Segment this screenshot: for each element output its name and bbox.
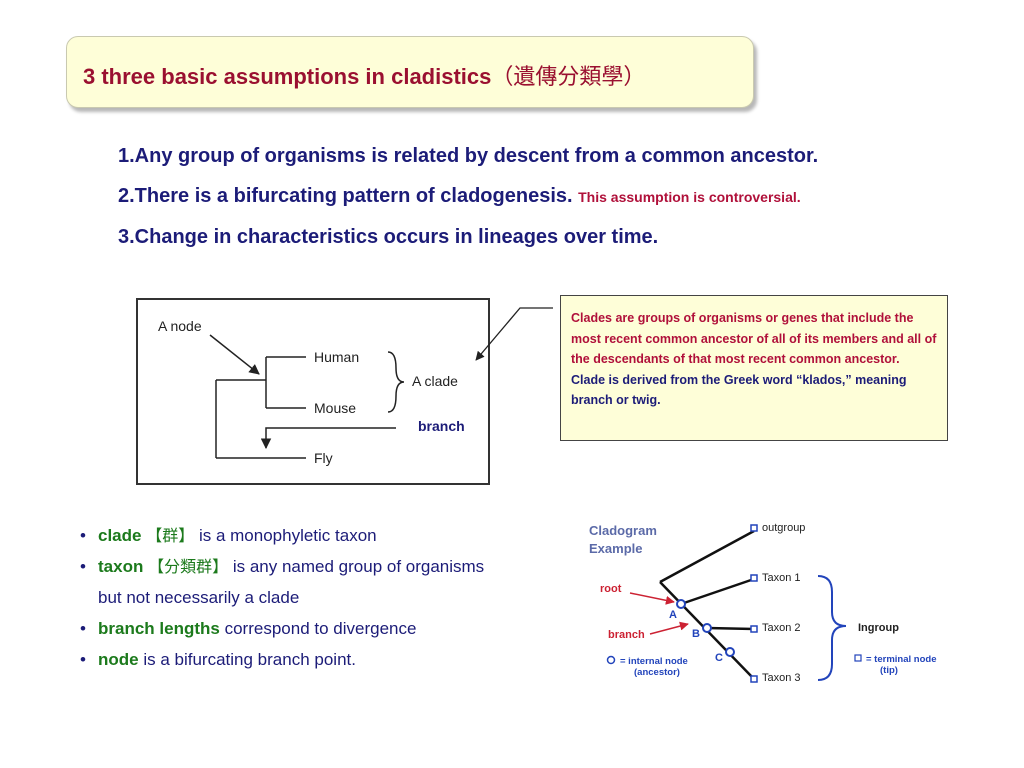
cladogram-taxon2-label: Taxon 2 (762, 622, 801, 634)
cladogram-node-b-label: B (692, 628, 700, 640)
cladogram-tip-outgroup (750, 524, 758, 532)
legend-internal-node-sub: (ancestor) (634, 667, 680, 678)
cladogram-root-label: root (600, 583, 622, 595)
tree-branch-label: branch (418, 418, 465, 434)
cladogram-branch-outgroup (659, 529, 755, 584)
bullet-taxon-continuation: but not necessarily a clade (98, 588, 300, 607)
tree-taxon-mouse: Mouse (314, 400, 356, 416)
bullet-taxon: • taxon 【分類群】 is any named group of orga… (78, 551, 568, 582)
cladogram-root-arrow (629, 592, 675, 605)
bullet-cjk: 【群】 (146, 526, 195, 545)
legend-internal-node-label: = internal node (620, 656, 688, 667)
cladogram-branch-arrow (649, 621, 689, 635)
tree-node-label: A node (158, 318, 202, 334)
bullet-text: is any named group of organisms (232, 557, 485, 576)
cladogram-node-c (725, 647, 735, 657)
legend-terminal-node-icon (854, 654, 862, 662)
clade-definition-text: Clades are groups of organisms or genes … (571, 311, 937, 366)
clade-etymology-text: Clade is derived from the Greek word “kl… (571, 372, 907, 408)
page-title: 3 three basic assumptions in cladistics（… (83, 59, 645, 91)
cladogram-branch-taxon1 (680, 577, 755, 606)
cladogram-taxon3-label: Taxon 3 (762, 672, 801, 684)
bullet-text: correspond to divergence (224, 619, 417, 638)
cladogram-title-2: Example (589, 541, 642, 556)
clade-definition-box: Clades are groups of organisms or genes … (560, 295, 948, 441)
cladogram-taxon1-label: Taxon 1 (762, 572, 801, 584)
cladogram-tip-taxon3 (750, 675, 758, 683)
bullet-dot: • (80, 557, 86, 576)
bullet-clade: • clade 【群】 is a monophyletic taxon (78, 520, 568, 551)
cladogram-title-1: Cladogram (589, 523, 657, 538)
tree-taxon-human: Human (314, 349, 359, 365)
term-bullet-list: • clade 【群】 is a monophyletic taxon • ta… (78, 520, 568, 675)
cladogram-branch-label: branch (608, 629, 645, 641)
legend-internal-node-icon (606, 655, 616, 665)
cladogram-node-a (676, 599, 686, 609)
bullet-text: is a bifurcating branch point. (143, 650, 356, 669)
assumption-2-note: This assumption is controversial. (578, 189, 801, 205)
bullet-cjk: 【分類群】 (148, 557, 229, 576)
bullet-term: taxon (98, 557, 144, 576)
tree-node-arrow (209, 334, 260, 375)
bullet-dot: • (80, 650, 86, 669)
legend-terminal-node-label: = terminal node (866, 654, 936, 665)
assumption-2: 2.There is a bifurcating pattern of clad… (118, 185, 801, 208)
assumption-1: 1.Any group of organisms is related by d… (118, 145, 819, 167)
cladogram-node-c-label: C (715, 652, 723, 664)
page-title-text: 3 three basic assumptions in cladistics (83, 64, 492, 89)
simple-tree-diagram: A node Human Mouse Fly A clade (136, 298, 490, 485)
cladogram-tip-taxon2 (750, 625, 758, 633)
assumption-2-text: 2.There is a bifurcating pattern of clad… (118, 185, 573, 207)
cladogram-branch-taxon2 (706, 626, 755, 631)
bullet-dot: • (80, 619, 86, 638)
bullet-node: • node is a bifurcating branch point. (78, 644, 568, 675)
tree-taxon-fly: Fly (314, 450, 333, 466)
assumption-3: 3.Change in characteristics occurs in li… (118, 226, 659, 248)
cladogram-node-a-label: A (669, 609, 677, 621)
cladogram-outgroup-label: outgroup (762, 522, 805, 534)
tree-clade-label: A clade (412, 373, 458, 389)
cladogram-tip-taxon1 (750, 574, 758, 582)
bullet-text: is a monophyletic taxon (198, 526, 377, 545)
cladogram-ingroup-brace (817, 575, 847, 681)
page-title-cjk: （遺傳分類學） (491, 65, 646, 90)
bullet-dot: • (80, 526, 86, 545)
tree-branch-arrow (260, 427, 396, 450)
bullet-branch-lengths: • branch lengths correspond to divergenc… (78, 613, 568, 644)
bullet-term: node (98, 650, 139, 669)
bullet-term: clade (98, 526, 142, 545)
cladogram-ingroup-label: Ingroup (858, 622, 899, 634)
cladogram-node-b (702, 623, 712, 633)
simple-tree-svg: A node Human Mouse Fly A clade (158, 318, 458, 466)
legend-terminal-node-sub: (tip) (880, 665, 898, 676)
bullet-term: branch lengths (98, 619, 220, 638)
title-banner: 3 three basic assumptions in cladistics（… (66, 36, 754, 108)
tree-clade-brace (387, 351, 405, 413)
